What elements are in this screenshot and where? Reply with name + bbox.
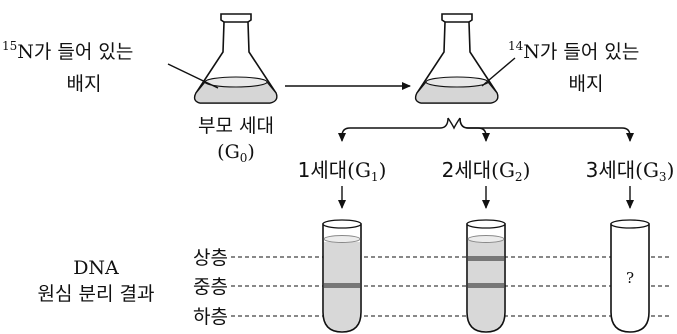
- branch-g1: [338, 117, 449, 142]
- tube-g2: [466, 219, 506, 333]
- result-label-line1: DNA: [73, 257, 119, 279]
- flask-15n-label-line2: 배지: [67, 73, 102, 95]
- tube-g2-band-top: [468, 256, 504, 261]
- tube-g1: [319, 219, 365, 333]
- pointer-14n: [481, 57, 516, 87]
- layer-label-middle: 중층: [193, 276, 228, 298]
- generation-label-g3: 3세대(G3): [586, 158, 675, 184]
- layer-label-top: 상층: [193, 247, 228, 269]
- flask-14n-label-line2: 배지: [569, 73, 604, 95]
- branch-g3: [459, 117, 634, 142]
- flask-14n-label-line1: N가 들어 있는: [523, 41, 639, 63]
- parent-generation-close: ): [247, 141, 254, 163]
- unknown-result-mark: ?: [626, 269, 634, 287]
- generation-name-g3: 3세대: [586, 158, 636, 182]
- parent-generation-label: 부모 세대: [198, 115, 274, 137]
- tube-g2-band-middle: [468, 283, 504, 288]
- result-label-line2: 원심 분리 결과: [38, 283, 155, 305]
- generation-code-g3: (G: [635, 158, 659, 182]
- generation-name-g1: 1세대: [298, 158, 348, 182]
- pointer-15n: [167, 63, 219, 89]
- generation-sub-g2: 2: [515, 170, 523, 184]
- isotope-15-mass: 15: [2, 39, 17, 53]
- generation-close-g3: ): [667, 158, 675, 182]
- generation-label-g1: 1세대(G1): [298, 158, 387, 184]
- parent-generation-code: (G: [217, 141, 240, 163]
- generation-sub-g3: 3: [659, 170, 667, 184]
- generation-sub-g1: 1: [371, 170, 379, 184]
- isotope-14-mass: 14: [508, 39, 524, 53]
- generation-code-g2: (G: [491, 158, 515, 182]
- tube-g1-band-middle: [324, 283, 360, 288]
- generation-close-g1: ): [379, 158, 387, 182]
- generation-label-g2: 2세대(G2): [442, 158, 531, 184]
- tube-g3: ?: [610, 219, 650, 333]
- generation-name-g2: 2세대: [442, 158, 492, 182]
- brace-tip: [447, 117, 461, 130]
- generation-close-g2: ): [523, 158, 531, 182]
- parent-generation-sub: 0: [240, 151, 248, 165]
- flask-15n: [193, 13, 278, 104]
- svg-text:(G0): (G0): [217, 141, 255, 165]
- branch-g2: [459, 117, 490, 142]
- layer-label-bottom: 하층: [193, 306, 228, 328]
- generation-code-g1: (G: [347, 158, 371, 182]
- medium-14n: [415, 81, 499, 104]
- svg-text:14N가 들어 있는: 14N가 들어 있는: [508, 39, 639, 63]
- flask-15n-label-line1: N가 들어 있는: [17, 41, 133, 63]
- svg-text:15N가 들어 있는: 15N가 들어 있는: [2, 39, 133, 63]
- flask-14n: [414, 13, 499, 104]
